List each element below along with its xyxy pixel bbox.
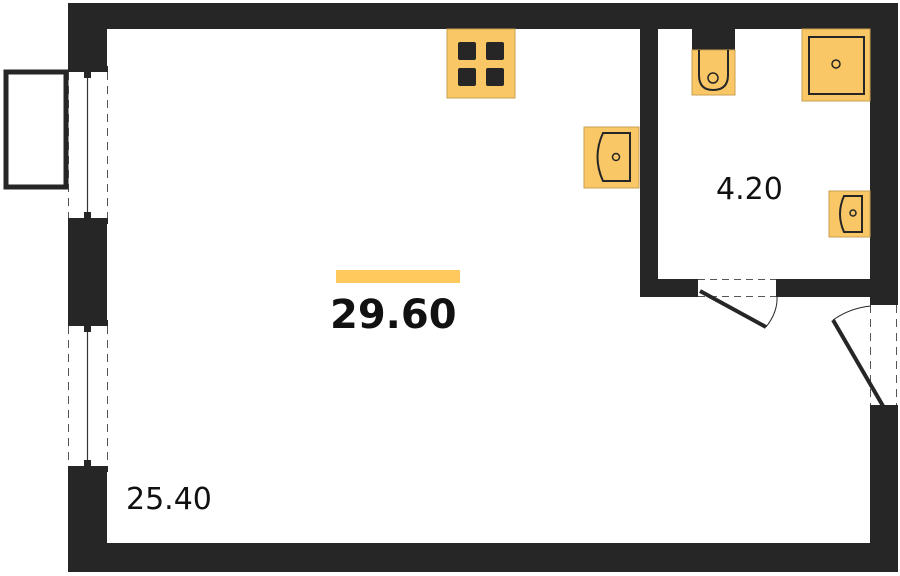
bathroom-door[interactable] (692, 279, 782, 329)
bottom-wall (68, 543, 898, 572)
bathroom-partition-right (782, 279, 870, 297)
walls (68, 3, 898, 572)
right-wall-top (870, 3, 898, 300)
kitchen-sink-icon (583, 126, 640, 189)
area-accent-bar (336, 270, 460, 283)
toilet-icon (691, 29, 736, 96)
window-1[interactable] (68, 66, 108, 224)
living-area-label: 25.40 (126, 482, 212, 517)
total-area-label: 29.60 (330, 292, 457, 338)
entrance-door[interactable] (831, 299, 898, 411)
window-2[interactable] (68, 320, 108, 472)
stove-icon (446, 28, 516, 99)
top-wall (68, 3, 898, 29)
right-wall-bottom (870, 410, 898, 572)
left-wall-top (68, 3, 107, 68)
bathroom-partition-vertical (640, 29, 658, 297)
balcony (3, 69, 69, 190)
bathroom-area-label: 4.20 (716, 172, 783, 207)
shower-icon (801, 28, 871, 102)
bathroom-partition-left (640, 279, 695, 297)
left-wall-middle (68, 222, 107, 322)
bathroom-sink-icon (828, 190, 871, 238)
